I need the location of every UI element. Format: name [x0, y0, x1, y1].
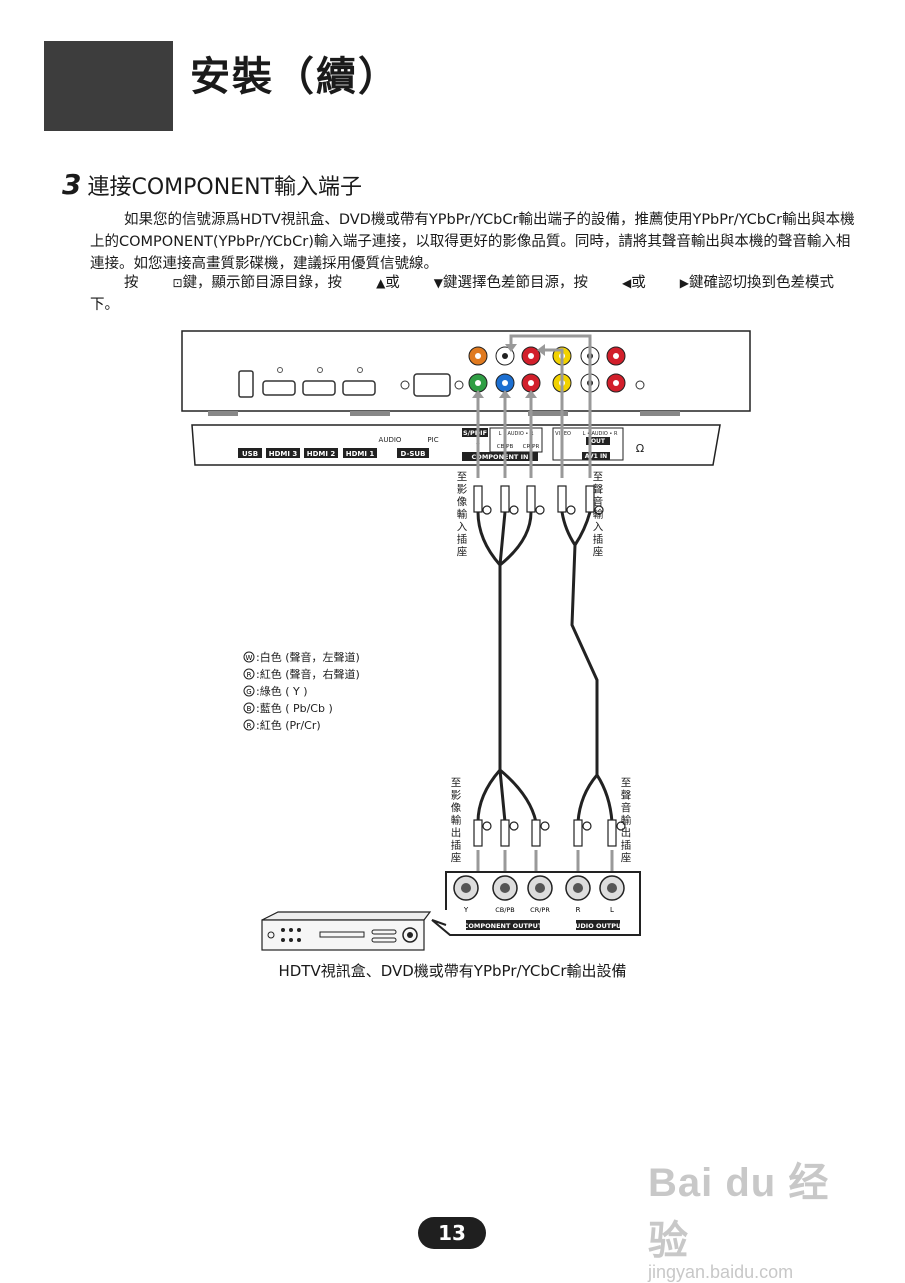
headphone-icon: Ω — [636, 442, 644, 455]
usb-port — [238, 370, 254, 398]
device-cbpb-label: CB/PB — [495, 906, 515, 914]
device-crpr-label: CR/PR — [530, 906, 550, 914]
usb-label: USB — [242, 450, 258, 458]
legend-item: :藍色 ( Pb/Cb ) — [256, 701, 333, 715]
watermark-logo: Bai du 经验 — [648, 1161, 830, 1263]
pic-label: PIC — [427, 436, 438, 444]
audio-output-label: AUDIO OUTPUT — [570, 922, 626, 930]
legend-symbol: R — [247, 722, 252, 730]
section-title: 連接COMPONENT輸入端子 — [87, 175, 362, 200]
device-arrows — [476, 850, 614, 875]
watermark-url: jingyan.baidu.com — [648, 1262, 794, 1282]
text-select: 鍵選擇色差節目源，按 — [443, 275, 589, 291]
hdmi1-port — [342, 380, 376, 396]
tv-label-strip: USB HDMI 3 HDMI 2 HDMI 1 AUDIO PIC D-SUB… — [191, 424, 721, 466]
lower-plugs — [473, 819, 626, 847]
to-video-out-label: 至影像輸出插座 — [451, 777, 462, 864]
paragraph-intro: 如果您的信號源爲HDTV視訊盒、DVD機或帶有YPbPr/YCbCr輸出端子的設… — [90, 212, 855, 272]
color-legend: W :白色 (聲音，左聲道) R :紅色 (聲音，右聲道) G :綠色 ( Y … — [243, 650, 360, 732]
up-arrow-icon: ▲ — [376, 276, 386, 290]
hdmi2-port — [302, 380, 336, 396]
dvd-player-icon — [261, 911, 432, 951]
hdmi3-port — [262, 380, 296, 396]
legend-symbol: B — [247, 705, 252, 713]
legend-item: :綠色 ( Y ) — [256, 684, 308, 698]
device-output-panel: Y CB/PB CR/PR R L COMPONENT OUTPUT AUDIO… — [431, 871, 641, 936]
hdmi2-label: HDMI 2 — [307, 450, 336, 458]
right-arrow-icon: ▶ — [679, 276, 689, 290]
to-audio-in-label: 至聲音輸入插座 — [593, 471, 604, 558]
av-in-label: AV1 IN — [585, 453, 607, 460]
text-or-1: 或 — [385, 275, 400, 291]
page-title: 安裝（續） — [190, 54, 400, 100]
to-video-in-label: 至影像輸入插座 — [457, 471, 468, 558]
out-label: OUT — [591, 438, 606, 445]
audio-lr-label: L • AUDIO • R — [499, 431, 534, 437]
down-arrow-icon: ▼ — [433, 276, 444, 290]
tv-rear-panel — [181, 330, 751, 416]
left-arrow-icon: ◀ — [622, 276, 632, 290]
text-or-2: 或 — [631, 275, 646, 291]
legend-item: :白色 (聲音，左聲道) — [256, 650, 360, 664]
legend-item: :紅色 (Pr/Cr) — [256, 718, 321, 732]
page-number: 13 — [418, 1217, 486, 1249]
spdif-label: S/PDIF — [463, 429, 487, 437]
cables — [476, 511, 614, 823]
legend-symbol: R — [247, 671, 252, 679]
input-source-icon: ⊡ — [172, 276, 183, 290]
legend-symbol: W — [246, 654, 253, 662]
dsub-label: D-SUB — [401, 450, 426, 458]
text-show-menu: 鍵，顯示節目源目錄，按 — [182, 275, 343, 291]
text-confirm: 鍵確認切換到色差模式下。 — [90, 275, 834, 313]
hdmi3-label: HDMI 3 — [269, 450, 298, 458]
upper-plugs — [473, 485, 604, 515]
device-y-label: Y — [463, 906, 469, 914]
plug-arrows — [476, 334, 592, 478]
device-l-label: L — [610, 906, 614, 914]
arrow-heads — [472, 344, 545, 398]
audio-out-lr-label: L • AUDIO • R — [583, 431, 618, 437]
paragraph-instructions: 按⊡鍵，顯示節目源目錄，按▲或▼鍵選擇色差節目源，按◀或▶鍵確認切換到色差模式下… — [90, 272, 860, 316]
component-output-label: COMPONENT OUTPUT — [464, 922, 543, 930]
rca-jacks — [468, 346, 626, 393]
device-r-label: R — [576, 906, 581, 914]
component-in-label: COMPONENT IN — [472, 453, 529, 461]
device-caption: HDTV視訊盒、DVD機或帶有YPbPr/YCbCr輸出設備 — [278, 962, 627, 980]
legend-item: :紅色 (聲音，右聲道) — [256, 667, 360, 681]
text-press: 按 — [124, 275, 139, 291]
legend-symbol: G — [246, 688, 251, 696]
watermark: Bai du 经验 jingyan.baidu.com — [648, 1150, 858, 1283]
section-number: 3 — [62, 168, 82, 201]
hdmi1-label: HDMI 1 — [346, 450, 375, 458]
to-audio-out-label: 至聲音輸出插座 — [621, 777, 632, 864]
audio-label: AUDIO — [379, 436, 402, 444]
header-block — [44, 41, 173, 131]
dsub-port — [413, 373, 451, 397]
